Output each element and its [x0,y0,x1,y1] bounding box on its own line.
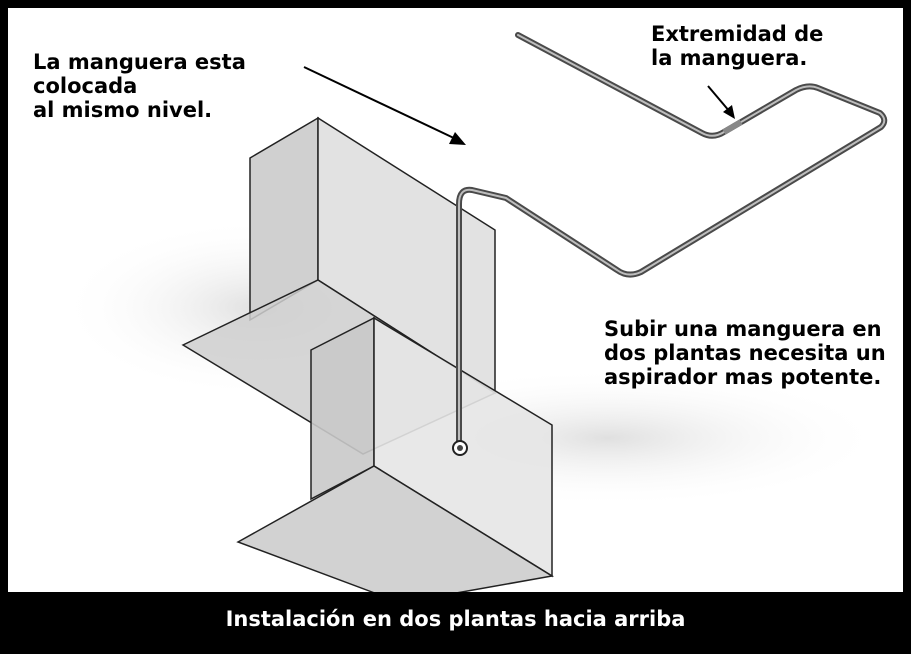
arrow-hose-end [707,85,731,113]
note-line: la manguera. [651,46,808,70]
lower-floor-slab [236,465,555,598]
note-line: La manguera esta [33,50,246,74]
note-line: Subir una manguera en [604,317,882,341]
vacuum-hose-highlight [458,34,886,447]
caption-text: Instalación en dos plantas hacia arriba [225,607,686,631]
installation-drawing [58,32,888,598]
arrow-same-level [303,66,459,141]
arrow-same-level-head [449,132,466,145]
note-line: Extremidad de [651,22,824,46]
arrow-hose-end-head [723,105,735,119]
note-line: aspirador mas potente. [604,365,882,389]
hose-end-segment [722,119,743,135]
note-line: al mismo nivel. [33,98,213,122]
note-same-level: La manguera esta colocada al mismo nivel… [33,50,246,122]
note-line: dos plantas necesita un [604,341,886,365]
note-two-floors: Subir una manguera en dos plantas necesi… [604,317,886,389]
wall-inlet-valve-center [457,445,463,451]
note-line: colocada [33,74,138,98]
caption-bar: Instalación en dos plantas hacia arriba [8,592,903,646]
note-hose-end: Extremidad de la manguera. [651,22,823,70]
